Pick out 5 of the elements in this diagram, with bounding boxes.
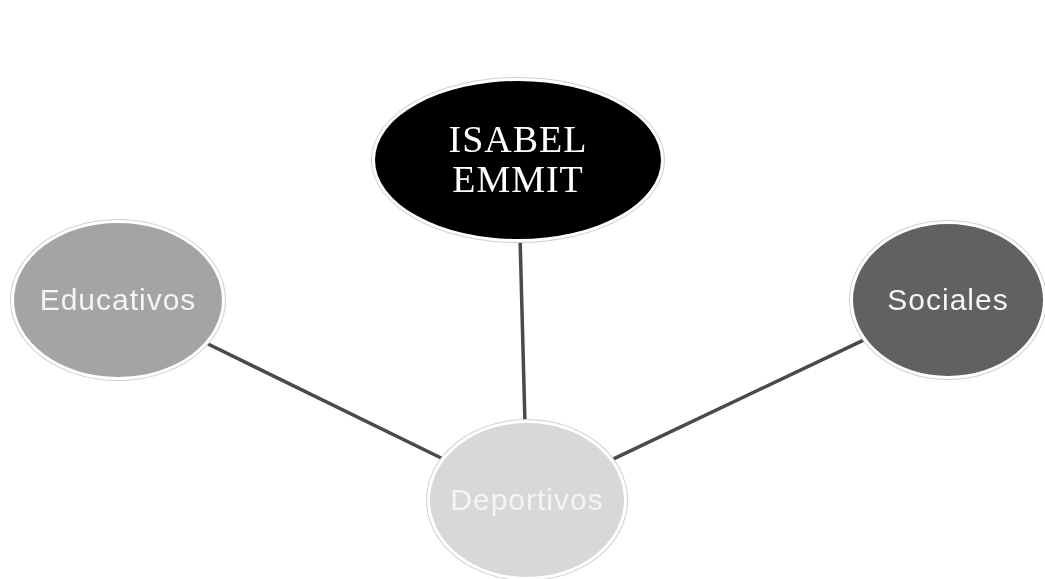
connector-line	[612, 338, 865, 461]
node-label: Educativos	[39, 283, 197, 317]
connector-line	[518, 241, 527, 421]
node-label: Sociales	[887, 283, 1009, 317]
node-label: ISABEL EMMIT	[447, 120, 589, 200]
